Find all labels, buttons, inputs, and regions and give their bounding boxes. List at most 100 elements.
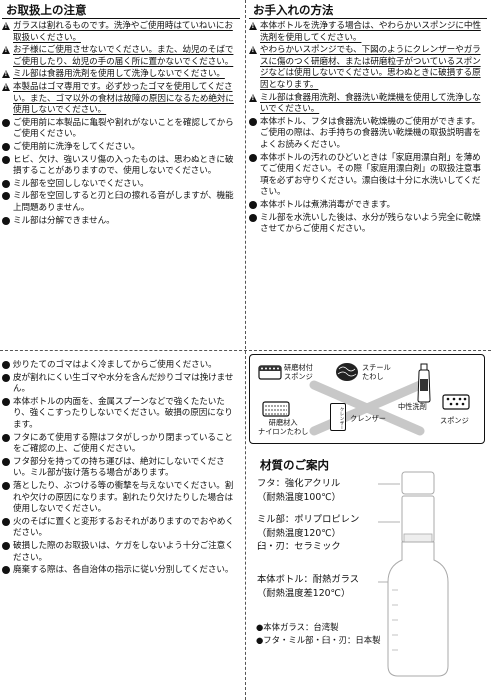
horizontal-cut-line [0, 350, 491, 351]
item-text: ミル部を空回ししないでください。 [13, 178, 149, 189]
more-item: 炒りたてのゴマはよく冷ましてからご使用ください。 [2, 360, 240, 372]
bullet-dot-icon [2, 192, 10, 201]
more-item: フタにあて使用する際はフタがしっかり閉まっていることをご確認の上、ご使用ください… [2, 433, 240, 456]
mill-material-line2: （耐熱温度120℃） [257, 527, 341, 539]
more-item: 破損した際のお取扱いは、ケガをしないよう十分ご注意ください。 [2, 541, 240, 564]
handling-item: ミル部を空回しすると刃と臼の擦れる音がしますが、機能上問題ありません。 [2, 191, 240, 214]
steel-wool-label: スチール たわし [362, 363, 391, 381]
more-item: 皮が割れにくい生ゴマや水分を含んだ炒りゴマは挽けません。 [2, 373, 240, 396]
handling-item: ミル部は食器用洗剤を使用して洗浄しないでください。 [2, 69, 240, 81]
mill-material-line1: ミル部：ポリプロピレン [257, 514, 360, 525]
origin-parts: ●フタ・ミル部・臼・刃：日本製 [256, 635, 381, 645]
nylon-scrubber-icon [262, 401, 290, 417]
warning-triangle-icon [2, 46, 10, 55]
care-item: ミル部を水洗いした後は、水分が残らないよう完全に乾燥させてからご使用ください。 [249, 213, 487, 236]
item-text: 破損した際のお取扱いは、ケガをしないよう十分ご注意ください。 [13, 540, 234, 563]
warning-triangle-icon [249, 22, 257, 30]
bullet-dot-icon [249, 213, 257, 222]
item-text: 廃棄する際は、各自治体の指示に従い分別してください。 [13, 565, 234, 576]
item-text: ミル部を空回しすると刃と臼の擦れる音がしますが、機能上問題ありません。 [13, 191, 234, 213]
item-text: やわらかいスポンジでも、下図のようにクレンザーやガラスに傷のつく研磨材、または研… [260, 45, 481, 90]
nylon-scrubber-label: 研磨材入 ナイロンたわし [258, 418, 309, 436]
lid-material-line2: （耐熱温度100℃） [257, 491, 341, 503]
care-title: お手入れの方法 [249, 2, 487, 19]
item-text: ご使用前に洗浄をしてください。 [13, 141, 140, 152]
more-item: 火のそばに置くと変形するおそれがありますのでおやめください。 [2, 517, 240, 540]
bullet-dot-icon [2, 517, 10, 526]
more-cautions-list: 炒りたてのゴマはよく冷ましてからご使用ください。皮が割れにくい生ゴマや水分を含ん… [2, 354, 240, 577]
warning-triangle-icon [249, 93, 257, 102]
bullet-dot-icon [2, 481, 10, 490]
item-text: ミル部は分解できません。 [13, 215, 115, 226]
abrasive-sponge-label: 研磨材付 スポンジ [284, 363, 313, 381]
bullet-dot-icon [2, 155, 10, 164]
bullet-dot-icon [2, 397, 10, 406]
origin-glass: ●本体ガラス：台湾製 [256, 622, 339, 632]
bottle-material-line1: 本体ボトル：耐熱ガラス [257, 574, 360, 585]
cleaning-tools-panel: 研磨材付 スポンジ スチール たわし 中性洗剤 スポンジ 研磨材入 ナイロンたわ… [249, 354, 485, 444]
care-list: 本体ボトルを洗浄する場合は、やわらかいスポンジに中性洗剤を使用してください。やわ… [249, 21, 487, 236]
handling-item: ヒビ、欠け、強いスリ傷の入ったものは、思わぬときに破損することがありますので、使… [2, 155, 240, 178]
more-item: 廃棄する際は、各自治体の指示に従い分別してください。 [2, 565, 240, 577]
item-text: 本体ボトルの汚れのひどいときは「家庭用漂白剤」を薄めてご使用ください。その際「家… [260, 152, 481, 198]
item-text: ミル部は食器用洗剤、食器洗い乾燥機を使用して洗浄しないでください。 [260, 92, 481, 115]
care-item: やわらかいスポンジでも、下図のようにクレンザーやガラスに傷のつく研磨材、または研… [249, 45, 487, 91]
item-text: 落としたり、ぶつける等の衝撃を与えないでください。割れや欠けの原因になります。割… [13, 480, 234, 515]
care-item: 本体ボトル、フタは食器洗い乾燥機のご使用ができます。ご使用の際は、お手持ちの食器… [249, 117, 487, 152]
cleanser-can-icon: クレンザー [330, 403, 346, 431]
more-item: 落としたり、ぶつける等の衝撃を与えないでください。割れや欠けの原因になります。割… [2, 481, 240, 516]
item-text: 本体ボトルは煮沸消毒ができます。 [260, 199, 396, 210]
material-title: 材質のご案内 [260, 458, 329, 472]
handling-section: お取扱上の注意 ガラスは割れるものです。洗浄やご使用時はていねいにお取扱いくださ… [2, 2, 240, 347]
bullet-dot-icon [2, 566, 10, 575]
item-text: 本製品はゴマ専用です。必ず炒ったゴマを使用してください。また、ゴマ以外の食材は故… [13, 81, 234, 116]
handling-item: ご使用前に本製品に亀裂や割れがないことを確認してからご使用ください。 [2, 118, 240, 141]
handling-item: ミル部は分解できません。 [2, 216, 240, 228]
handling-item: お子様にご使用させないでください。また、幼児のそばでご使用したり、幼児の手の届く… [2, 45, 240, 68]
care-section: お手入れの方法 本体ボトルを洗浄する場合は、やわらかいスポンジに中性洗剤を使用し… [249, 2, 487, 347]
item-text: 炒りたてのゴマはよく冷ましてからご使用ください。 [13, 360, 217, 370]
item-text: フタ部分を持っての持ち運びは、絶対にしないでください。ミル部が抜け落ちる場合があ… [13, 456, 225, 479]
item-text: 皮が割れにくい生ゴマや水分を含んだ炒りゴマは挽けません。 [13, 372, 234, 395]
sponge-icon [442, 394, 470, 410]
care-item: ミル部は食器用洗剤、食器洗い乾燥機を使用して洗浄しないでください。 [249, 93, 487, 116]
bullet-dot-icon [249, 117, 257, 126]
bottle-material-line2: （耐熱温度差120℃） [257, 587, 351, 599]
item-text: 本体ボトル、フタは食器洗い乾燥機のご使用ができます。ご使用の際は、お手持ちの食器… [260, 116, 481, 150]
bullet-dot-icon [2, 216, 10, 225]
detergent-bottle-icon [417, 363, 431, 403]
care-item: 本体ボトルは煮沸消毒ができます。 [249, 200, 487, 212]
item-text: ご使用前に本製品に亀裂や割れがないことを確認してからご使用ください。 [13, 117, 234, 140]
steel-wool-icon [336, 363, 358, 381]
item-text: お子様にご使用させないでください。また、幼児のそばでご使用したり、幼児の手の届く… [13, 45, 234, 67]
sponge-label: スポンジ [440, 416, 469, 425]
bullet-dot-icon [2, 541, 10, 550]
item-text: 本体ボトルの内面を、金属スプーンなどで強くたたいたり、強くこすったりしないでくだ… [13, 396, 233, 430]
bullet-dot-icon [2, 118, 10, 127]
handling-item: 本製品はゴマ専用です。必ず炒ったゴマを使用してください。また、ゴマ以外の食材は故… [2, 82, 240, 117]
bullet-dot-icon [2, 142, 10, 151]
warning-triangle-icon [2, 22, 10, 30]
item-text: 火のそばに置くと変形するおそれがありますのでおやめください。 [13, 516, 234, 539]
warning-triangle-icon [2, 82, 10, 91]
care-item: 本体ボトルを洗浄する場合は、やわらかいスポンジに中性洗剤を使用してください。 [249, 21, 487, 44]
abrasive-sponge-icon [258, 365, 282, 380]
item-text: ガラスは割れるものです。洗浄やご使用時はていねいにお取扱いください。 [13, 21, 233, 43]
handling-item: ミル部を空回ししないでください。 [2, 179, 240, 191]
item-text: 本体ボトルを洗浄する場合は、やわらかいスポンジに中性洗剤を使用してください。 [260, 21, 481, 43]
bullet-dot-icon [249, 200, 257, 209]
handling-title: お取扱上の注意 [2, 2, 240, 19]
handling-item: ご使用前に洗浄をしてください。 [2, 142, 240, 154]
mill-material: ミル部：ポリプロピレン （耐熱温度120℃） 臼・刃：セラミック [257, 513, 359, 554]
bullet-dot-icon [2, 433, 10, 442]
mill-material-line3: 臼・刃：セラミック [257, 541, 341, 552]
handling-item: ガラスは割れるものです。洗浄やご使用時はていねいにお取扱いください。 [2, 21, 240, 44]
care-item: 本体ボトルの汚れのひどいときは「家庭用漂白剤」を薄めてご使用ください。その際「家… [249, 153, 487, 199]
cleanser-can-text: クレンザー [339, 407, 344, 430]
more-cautions-section: 炒りたてのゴマはよく冷ましてからご使用ください。皮が割れにくい生ゴマや水分を含ん… [2, 354, 240, 698]
lid-material: フタ：強化アクリル （耐熱温度100℃） [257, 477, 341, 504]
item-text: ヒビ、欠け、強いスリ傷の入ったものは、思わぬときに破損することがありますので、使… [13, 154, 234, 177]
item-text: ミル部を水洗いした後は、水分が残らないよう完全に乾燥させてからご使用ください。 [260, 212, 481, 235]
bullet-dot-icon [2, 373, 10, 382]
